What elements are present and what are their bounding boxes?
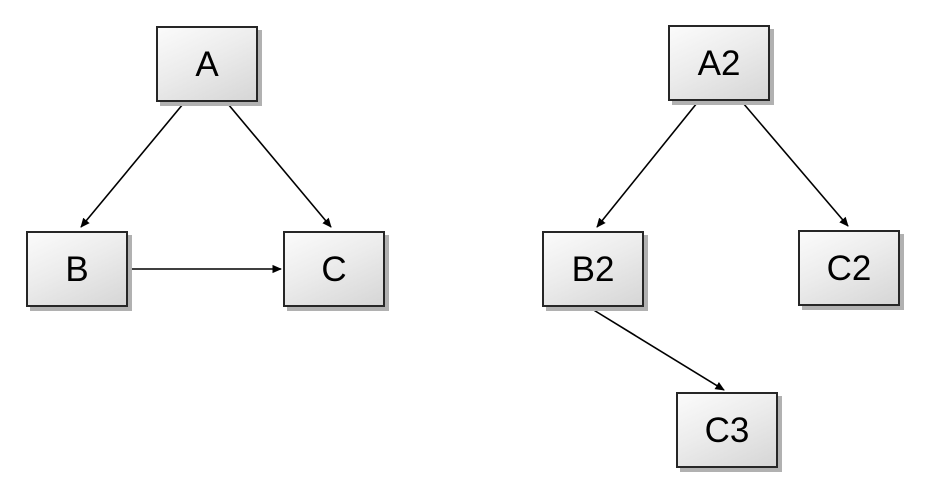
edge-A2-to-B2-arrow — [596, 102, 698, 228]
node-B-label: B — [65, 249, 89, 289]
edge-A-to-B-arrow — [80, 103, 184, 228]
edge-A2-to-C2-arrow — [742, 102, 849, 227]
node-C3: C3 — [676, 392, 778, 468]
node-C2: C2 — [798, 230, 900, 306]
node-A2-label: A2 — [697, 43, 741, 83]
node-A-label: A — [195, 44, 219, 84]
node-C: C — [283, 231, 385, 307]
node-C3-label: C3 — [704, 410, 750, 450]
node-B2: B2 — [542, 231, 644, 307]
edge-A-to-C-arrow — [227, 103, 332, 228]
node-B: B — [26, 231, 128, 307]
node-C2-label: C2 — [826, 248, 872, 288]
node-B2-label: B2 — [571, 249, 615, 289]
node-A2: A2 — [668, 25, 770, 101]
node-C-label: C — [321, 249, 347, 289]
edge-B2-to-C3-arrow — [591, 308, 725, 391]
node-A: A — [156, 26, 258, 102]
